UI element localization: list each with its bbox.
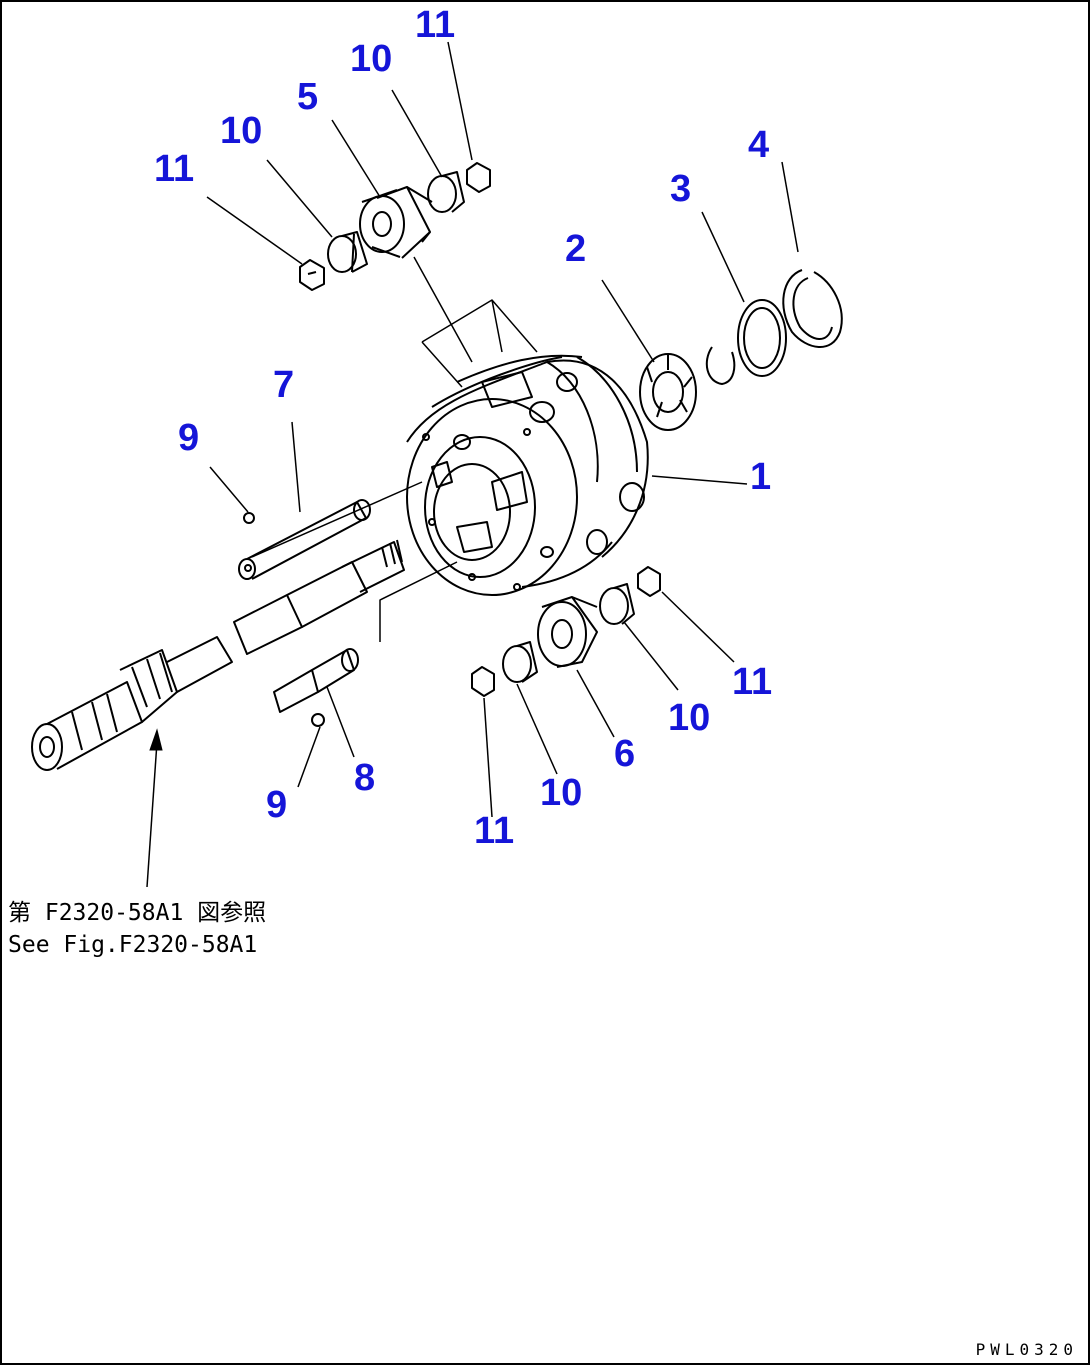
callout-part-9: 9 [178, 417, 200, 459]
part-4-snap-ring [782, 269, 843, 348]
part-6-planet-gear [537, 596, 598, 668]
reference-note-japanese: 第 F2320-58A1 図参照 [8, 900, 267, 926]
leader-lines [146, 41, 799, 888]
callout-part-11: 11 [474, 810, 515, 852]
part-3-thrust-washer [705, 299, 787, 385]
part-2-gear [639, 353, 697, 431]
callout-part-5: 5 [297, 76, 319, 118]
callout-part-10: 10 [540, 772, 583, 814]
callout-part-11: 11 [154, 148, 195, 190]
callout-part-4: 4 [748, 124, 770, 166]
callout-part-10: 10 [220, 110, 263, 152]
callout-part-8: 8 [354, 757, 376, 799]
callout-part-7: 7 [273, 364, 295, 406]
callout-part-11: 11 [415, 4, 456, 46]
part-7-shaft [238, 499, 371, 580]
reference-arrowhead [149, 728, 163, 751]
callout-part-10: 10 [668, 697, 711, 739]
part-10-bearings [327, 171, 635, 683]
callout-part-11: 11 [732, 661, 773, 703]
callout-part-6: 6 [614, 733, 636, 775]
reference-note-english: See Fig.F2320-58A1 [8, 932, 258, 958]
part-1-carrier-housing [406, 354, 649, 596]
part-11-washers [299, 162, 661, 697]
callout-part-3: 3 [670, 168, 692, 210]
callout-part-1: 1 [750, 456, 772, 498]
callout-part-2: 2 [565, 228, 587, 270]
part-9-balls [243, 512, 325, 727]
callout-part-10: 10 [350, 38, 393, 80]
part-5-planet-gear [359, 186, 433, 259]
part-8-pin-shaft [273, 648, 359, 713]
input-shaft [31, 539, 405, 771]
drawing-code: PWL0320 [975, 1340, 1078, 1359]
callout-part-9: 9 [266, 784, 288, 826]
